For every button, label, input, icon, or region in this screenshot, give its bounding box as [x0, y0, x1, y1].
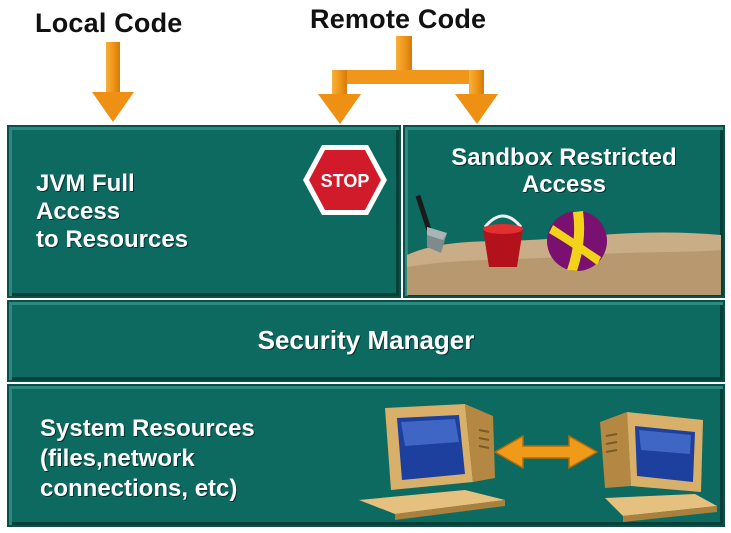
stop-sign-icon: STOP — [303, 145, 387, 215]
computer-icon — [600, 412, 717, 522]
jvm-line-1: JVM Full — [36, 170, 135, 197]
networked-computers — [359, 404, 717, 522]
jvm-line-3: to Resources — [36, 226, 189, 253]
stop-sign-text: STOP — [321, 171, 370, 191]
beach-ball-icon — [547, 211, 607, 271]
sandbox-line-2: Access — [521, 171, 607, 198]
system-line-2: (files,network — [40, 445, 195, 472]
bucket-icon — [483, 214, 523, 267]
security-manager-panel — [7, 300, 725, 382]
jvm-line-2: Access — [36, 198, 121, 225]
sand-scene — [407, 195, 721, 295]
system-line-3: connections, etc) — [40, 475, 238, 502]
shovel-icon — [415, 195, 447, 253]
system-resources-text: System Resources (files,network connecti… — [40, 414, 255, 504]
jvm-text: JVM Full Access to Resources — [36, 170, 188, 254]
computer-icon — [359, 404, 505, 520]
sandbox-text: Sandbox Restricted Access — [403, 144, 725, 198]
sandbox-line-1: Sandbox Restricted — [451, 144, 677, 171]
orange-arrow-icon — [92, 36, 498, 124]
remote-code-label: Remote Code — [310, 4, 487, 34]
local-code-label: Local Code — [35, 8, 183, 38]
security-manager-label: Security Manager — [257, 325, 475, 355]
double-arrow-icon — [493, 434, 599, 470]
system-line-1: System Resources — [40, 415, 255, 442]
